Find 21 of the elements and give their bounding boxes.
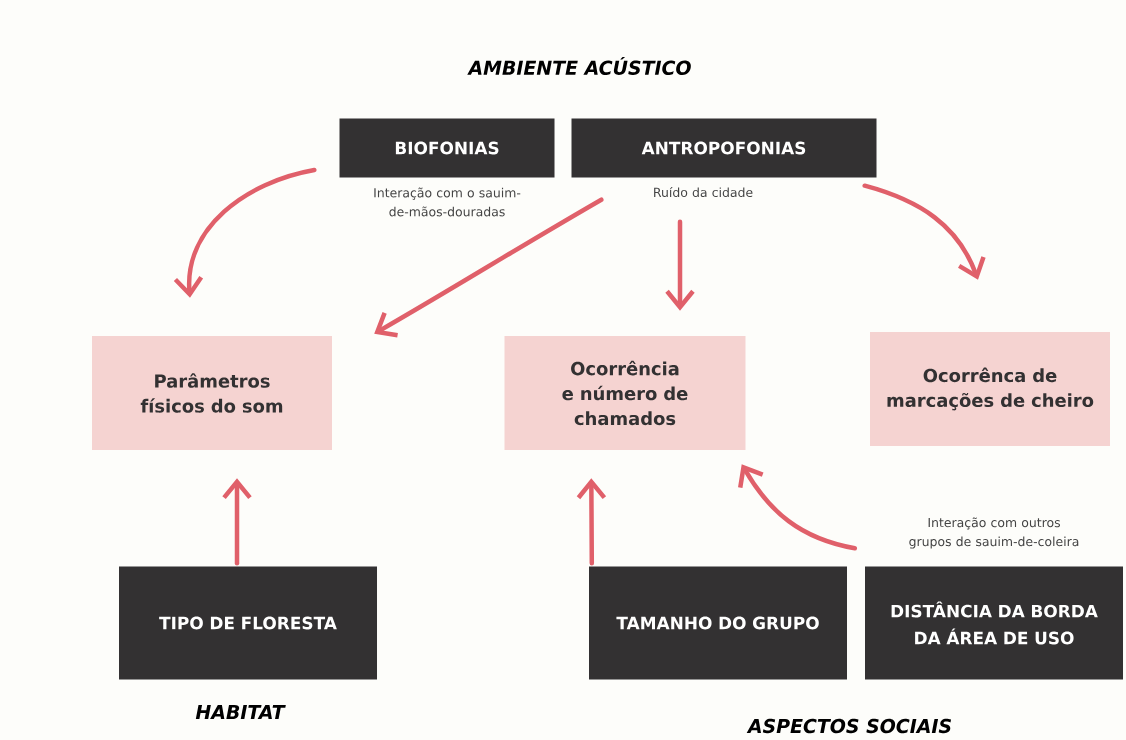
arrow: [173, 167, 317, 298]
label-box: DISTÂNCIA DA BORDA DA ÁREA DE USO: [865, 566, 1123, 680]
arrow: [738, 464, 858, 551]
note-text: Interação com outros grupos de sauim-de-coleira: [909, 517, 1079, 549]
section-heading: ASPECTOS SOCIAIS: [746, 718, 951, 734]
arrow: [374, 197, 604, 338]
arrow: [576, 478, 607, 566]
label-box: TAMANHO DO GRUPO: [589, 566, 847, 680]
section-heading: HABITAT: [195, 705, 286, 719]
label-box: TIPO DE FLORESTA: [119, 566, 377, 680]
label-box: ANTROPOFONIAS: [571, 118, 877, 178]
arrow: [665, 219, 695, 311]
outcome-box: Ocorrênca de marcações de cheiro: [870, 332, 1110, 446]
note-text: Ruído da cidade: [654, 186, 753, 198]
label-box: BIOFONIAS: [339, 118, 555, 178]
arrow: [222, 478, 252, 566]
outcome-box: Parâmetros físicos do som: [92, 336, 332, 450]
section-heading: AMBIENTE ACÚSTICO: [467, 57, 691, 75]
arrow: [862, 183, 986, 280]
outcome-box: Ocorrência e número de chamados: [504, 336, 746, 450]
note-text: Interação com o sauim-de-mãos-douradas: [374, 187, 521, 217]
